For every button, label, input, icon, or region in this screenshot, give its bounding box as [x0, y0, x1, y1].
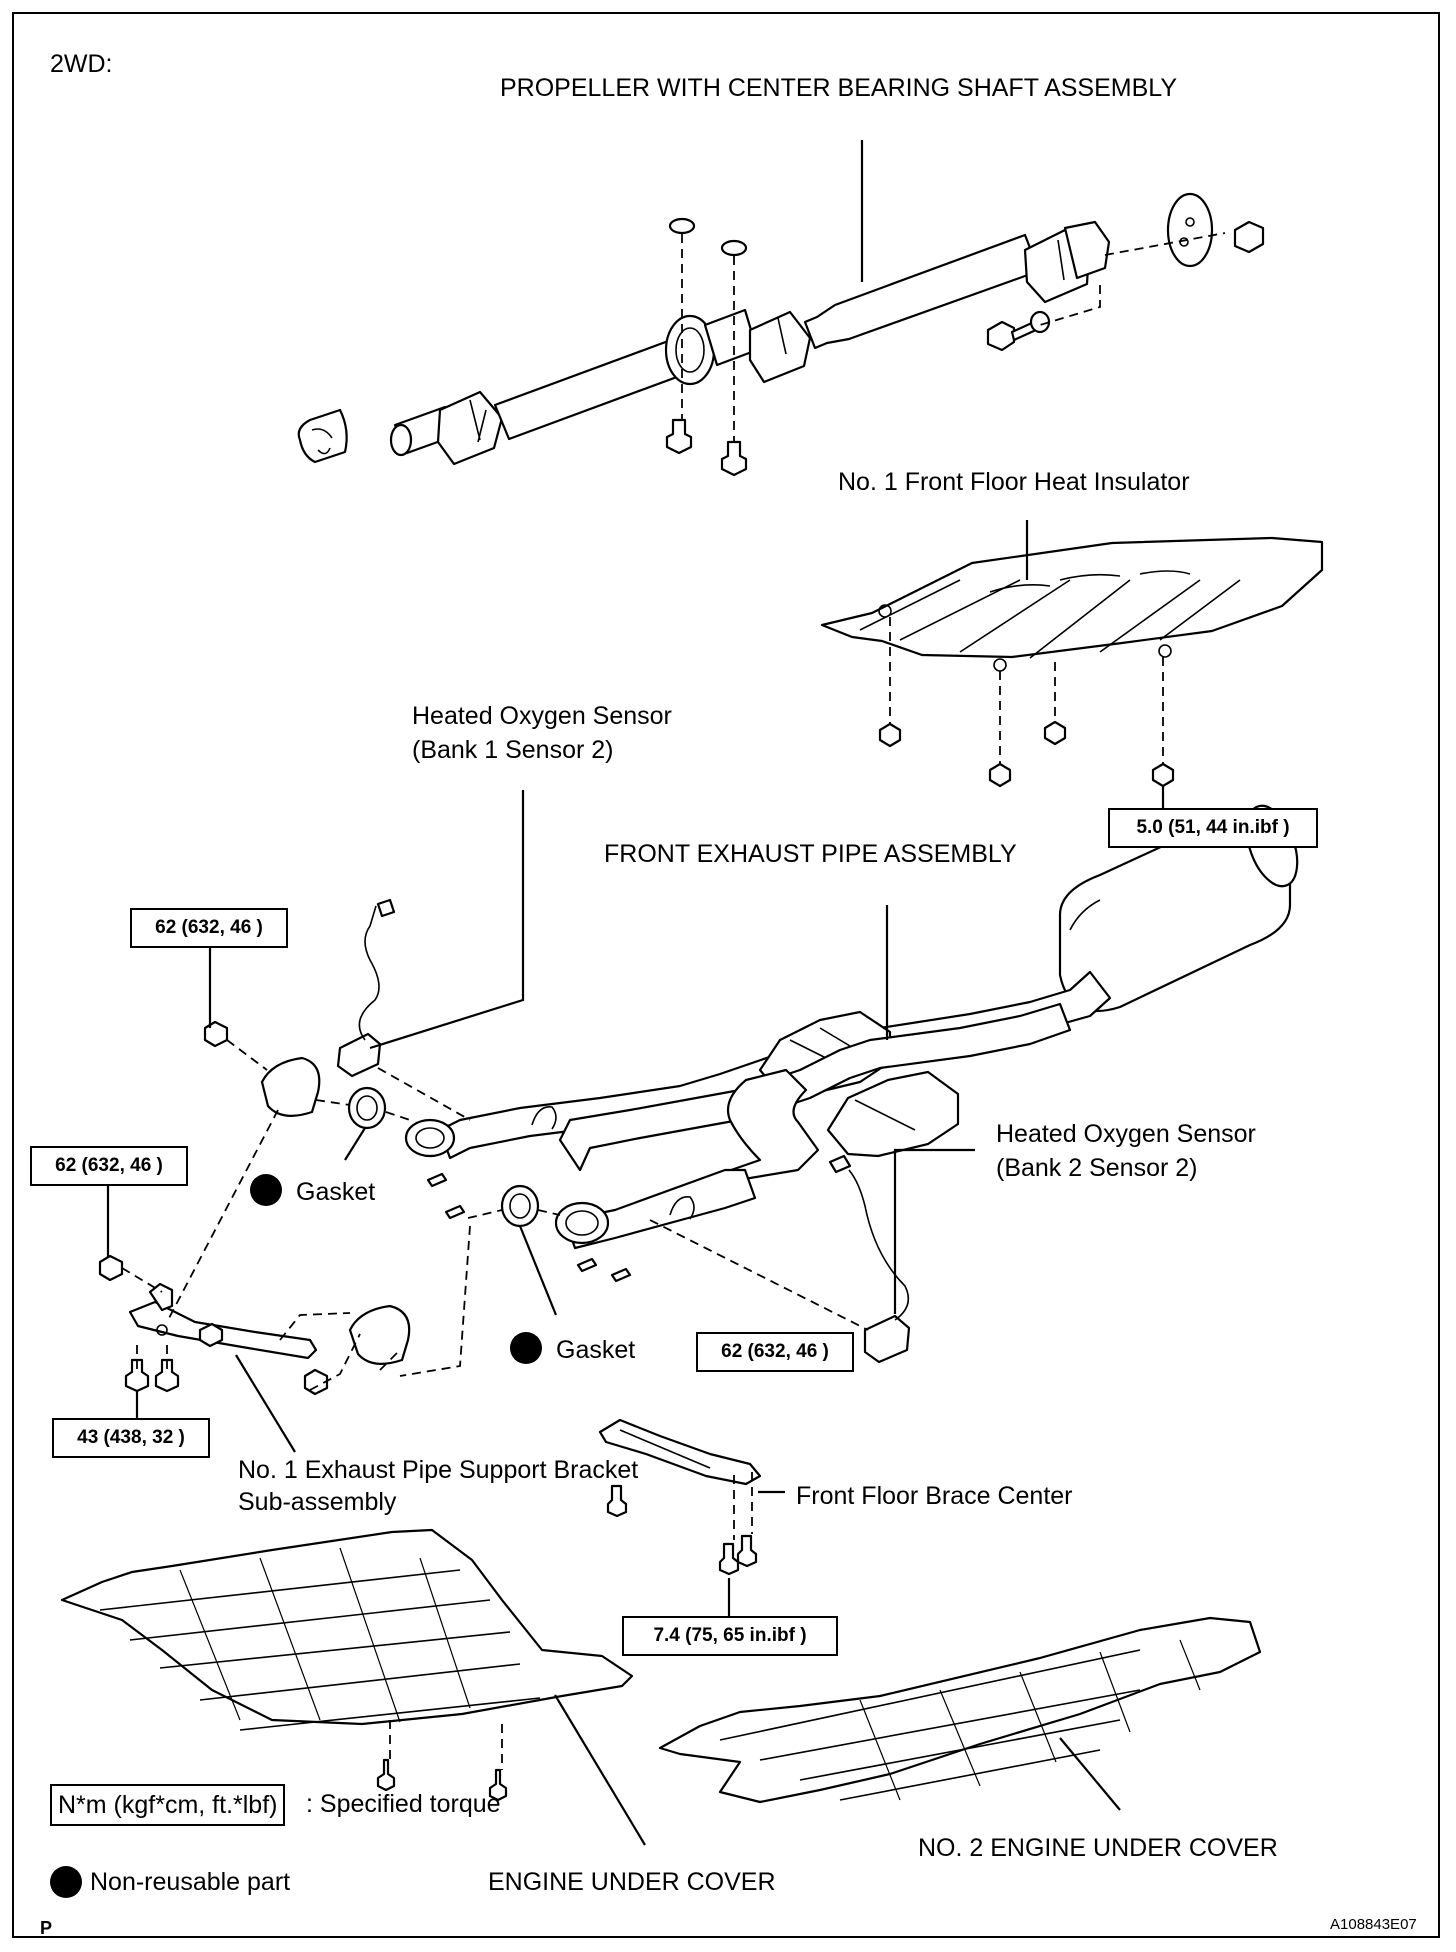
oxygen-sensor-bank2-label-line2: (Bank 2 Sensor 2) — [996, 1154, 1198, 1182]
gasket-right-label: Gasket — [556, 1336, 636, 1364]
propeller-shaft-label: PROPELLER WITH CENTER BEARING SHAFT ASSE… — [500, 74, 1178, 102]
figure-id: A108843E07 — [1330, 1916, 1417, 1933]
torque-pipe-bolt: 62 (632, 46 ) — [696, 1332, 854, 1372]
nonreusable-marker-gasket-left — [250, 1174, 282, 1206]
oxygen-sensor-bank2-label-line1: Heated Oxygen Sensor — [996, 1120, 1256, 1148]
oxygen-sensor-bank1-label-line2: (Bank 1 Sensor 2) — [412, 736, 614, 764]
torque-brace-bolt: 7.4 (75, 65 in.ibf ) — [622, 1616, 838, 1656]
engine-under-cover-label: ENGINE UNDER COVER — [488, 1868, 776, 1896]
diagram-frame — [12, 12, 1440, 1938]
oxygen-sensor-bank1-label-line1: Heated Oxygen Sensor — [412, 702, 672, 730]
floor-brace-label: Front Floor Brace Center — [796, 1482, 1073, 1510]
support-bracket-label-line2: Sub-assembly — [238, 1488, 397, 1516]
support-bracket-drawing — [98, 942, 471, 1453]
engine-under-cover-drawing — [60, 1528, 646, 1846]
torque-bracket-bolt: 43 (438, 32 ) — [52, 1418, 210, 1458]
variant-label: 2WD: — [50, 50, 113, 78]
legend-torque-unit-box: N*m (kgf*cm, ft.*lbf) — [50, 1784, 286, 1826]
front-exhaust-pipe-drawing — [404, 804, 1299, 1283]
propeller-shaft-drawing — [297, 140, 1265, 477]
torque-heat-insulator-nut: 5.0 (51, 44 in.ibf ) — [1108, 808, 1318, 848]
nonreusable-marker-gasket-right — [510, 1332, 542, 1364]
legend-torque-description: : Specified torque — [306, 1790, 501, 1818]
legend-nonreusable-label: Non-reusable part — [90, 1868, 291, 1896]
heat-insulator-label: No. 1 Front Floor Heat Insulator — [838, 468, 1190, 496]
legend-nonreusable-dot — [50, 1866, 82, 1898]
no2-engine-under-cover-label: NO. 2 ENGINE UNDER COVER — [918, 1834, 1278, 1862]
no2-engine-under-cover-drawing — [658, 1616, 1262, 1811]
torque-bracket-nut-middle: 62 (632, 46 ) — [30, 1146, 188, 1186]
floor-brace-drawing — [598, 1418, 785, 1618]
gasket-left-label: Gasket — [296, 1178, 376, 1206]
page-code: P — [40, 1918, 53, 1938]
gaskets-drawing — [315, 1086, 561, 1316]
torque-bracket-nut-upper: 62 (632, 46 ) — [130, 908, 288, 948]
oxygen-sensors-drawing — [336, 790, 975, 1364]
heat-insulator-drawing — [820, 520, 1324, 810]
support-bracket-label-line1: No. 1 Exhaust Pipe Support Bracket — [238, 1456, 639, 1484]
front-exhaust-pipe-label: FRONT EXHAUST PIPE ASSEMBLY — [604, 840, 1017, 868]
